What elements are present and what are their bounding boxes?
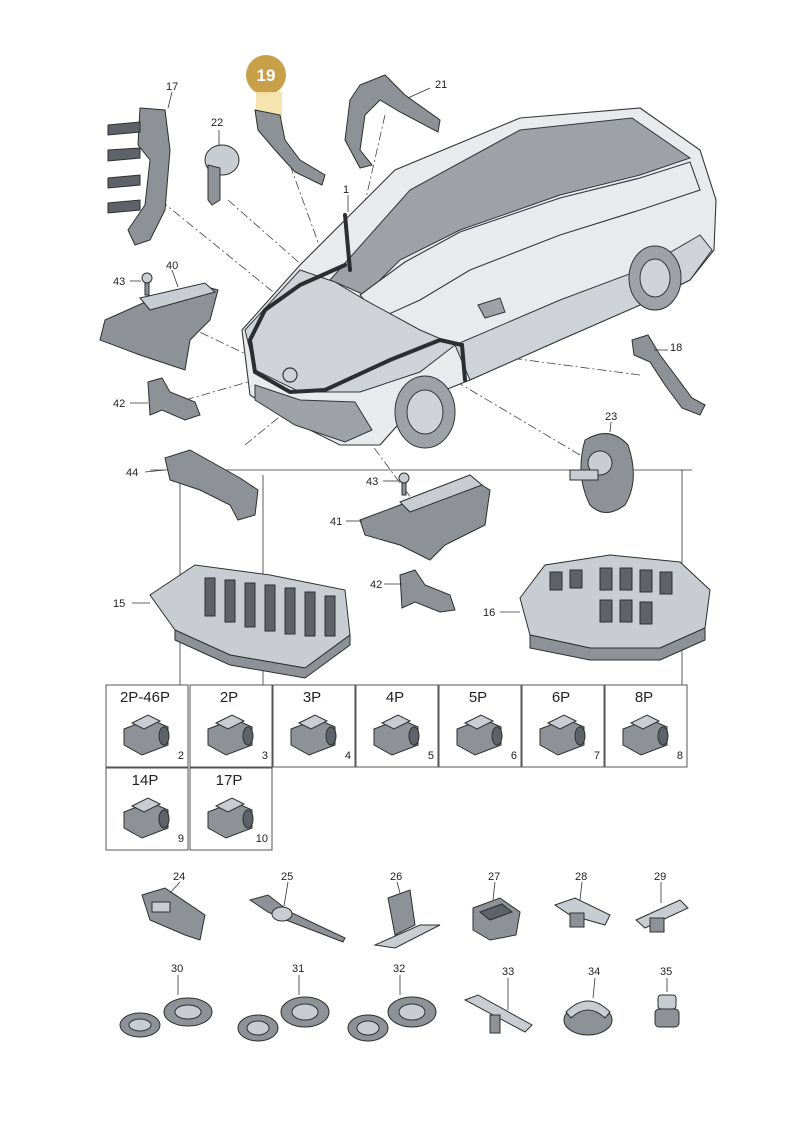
connector-title: 6P [552,689,570,706]
part-43-screw-b [383,472,410,496]
connector-title: 2P [220,689,238,706]
part-31 [237,975,330,1042]
connector-title: 2P-46P [120,689,170,706]
connector-cell[interactable]: 17P 10 [189,767,273,851]
label-44: 44 [126,467,138,479]
connector-title: 8P [635,689,653,706]
part-42-bracket-a [130,377,201,421]
part-33 [463,978,533,1034]
car-illustration [241,107,717,449]
connector-grid: 2P-46P 2 2P 3 3P 4 4P 5 5P 6 6P 7 8P 8 14P 9 17P 10 [105,684,688,851]
label-30: 30 [171,963,183,975]
connector-number: 5 [428,750,434,762]
label-1: 1 [343,184,349,196]
part-32 [347,975,437,1042]
wiring-harness [247,263,467,395]
connector-cell[interactable]: 2P-46P 2 [105,684,189,768]
label-34: 34 [588,966,600,978]
label-25: 25 [281,871,293,883]
label-41: 41 [330,516,342,528]
label-22: 22 [211,117,223,129]
label-18: 18 [670,342,682,354]
connector-cell[interactable]: 3P 4 [272,684,356,768]
label-32: 32 [393,963,405,975]
part-35 [654,978,680,1028]
part-15 [132,564,351,679]
part-18 [631,334,706,416]
part-16 [500,554,711,661]
connector-number: 2 [178,750,184,762]
label-33: 33 [502,966,514,978]
label-24: 24 [173,871,185,883]
label-35: 35 [660,966,672,978]
label-43b: 43 [366,476,378,488]
connector-cell[interactable]: 5P 6 [438,684,522,768]
car-bumper [254,384,373,443]
label-31: 31 [292,963,304,975]
part-40 [99,269,219,371]
part-25 [248,881,346,943]
part-34 [563,977,613,1036]
car-glass [329,117,692,296]
connector-number: 8 [677,750,683,762]
part-17 [107,91,173,246]
part-44 [144,449,259,521]
part-42-bracket-b [384,569,456,613]
label-28: 28 [575,871,587,883]
connector-title: 17P [216,772,243,789]
label-15: 15 [113,598,125,610]
label-16: 16 [483,607,495,619]
connector-title: 14P [132,772,159,789]
connector-cell[interactable]: 14P 9 [105,767,189,851]
label-26: 26 [390,871,402,883]
connector-cell[interactable]: 4P 5 [355,684,439,768]
part-21 [344,74,441,169]
connector-cell[interactable]: 6P 7 [521,684,605,768]
label-42a: 42 [113,398,125,410]
part-27 [472,881,521,941]
label-42b: 42 [370,579,382,591]
connector-number: 9 [178,833,184,845]
car-emblem [282,367,298,383]
connector-number: 6 [511,750,517,762]
part-43-screw-a [130,272,153,296]
part-28 [553,881,611,928]
connector-number: 3 [262,750,268,762]
label-27: 27 [488,871,500,883]
part-41 [346,474,491,561]
badge-label: 19 [257,66,276,85]
connector-number: 10 [256,833,268,845]
connector-cell[interactable]: 8P 8 [604,684,688,768]
part-26 [373,881,441,949]
part-22 [204,130,240,206]
label-29: 29 [654,871,666,883]
connector-title: 3P [303,689,321,706]
connector-title: 4P [386,689,404,706]
connector-number: 7 [594,750,600,762]
connector-title: 5P [469,689,487,706]
part-30 [119,975,213,1038]
label-40: 40 [166,260,178,272]
badge-circle [246,55,286,95]
part-19 [254,109,326,186]
part-24 [141,881,206,941]
car-mirror [477,297,506,319]
part-23 [569,421,634,513]
label-43a: 43 [113,276,125,288]
label-21: 21 [435,79,447,91]
label-23: 23 [605,411,617,423]
badge-19[interactable]: 19 [246,55,286,118]
label-17: 17 [166,81,178,93]
part-29 [635,882,689,933]
connector-cell[interactable]: 2P 3 [189,684,273,768]
connector-number: 4 [345,750,351,762]
